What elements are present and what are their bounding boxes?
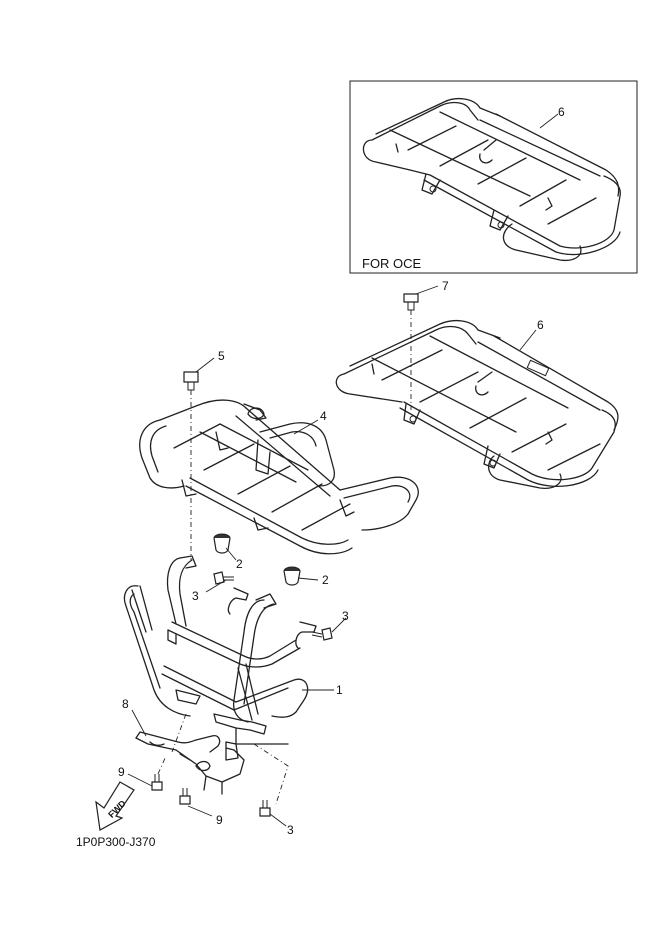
bolt-9a — [151, 755, 167, 791]
callout-2a: 2 — [236, 557, 243, 571]
grommet-2b — [283, 566, 301, 586]
bolt-9b — [179, 788, 191, 805]
bolt-3b — [311, 627, 333, 641]
leaders — [127, 113, 559, 827]
fwd-arrow: FWD — [95, 781, 135, 831]
front-guard — [123, 555, 317, 745]
front-rack — [139, 399, 419, 555]
callout-3a: 3 — [192, 589, 199, 603]
grommet-2a — [213, 533, 231, 554]
callout-5: 5 — [218, 349, 225, 363]
bolt-5 — [183, 371, 199, 560]
callout-9b: 9 — [216, 813, 223, 827]
inset-box: FOR OCE — [349, 80, 638, 274]
callout-9a: 9 — [118, 765, 125, 779]
callout-6-inset: 6 — [558, 105, 565, 119]
callout-6-main: 6 — [537, 318, 544, 332]
callout-numbers: 7 6 6 5 4 2 2 3 3 1 8 9 9 3 — [118, 105, 565, 837]
callout-7: 7 — [442, 279, 449, 293]
inset-label: FOR OCE — [362, 256, 422, 271]
callout-2b: 2 — [322, 573, 329, 587]
callout-4: 4 — [320, 409, 327, 423]
bolt-3c — [259, 800, 271, 817]
bracket-8 — [135, 713, 289, 805]
rear-rack — [335, 319, 619, 489]
inset-frame — [349, 80, 638, 274]
drawing-code: 1P0P300-J370 — [76, 835, 156, 849]
callout-8: 8 — [122, 697, 129, 711]
callout-3b: 3 — [342, 609, 349, 623]
callout-1: 1 — [336, 683, 343, 697]
inset-rear-rack — [362, 97, 621, 262]
callout-3c: 3 — [287, 823, 294, 837]
bolt-3a — [213, 571, 234, 585]
bolt-7 — [403, 293, 419, 410]
